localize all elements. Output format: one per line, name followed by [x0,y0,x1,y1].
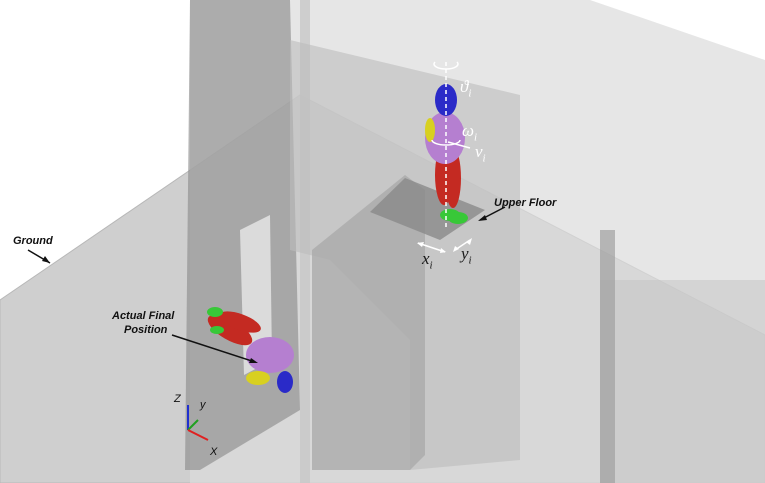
theta-subscript: i [468,87,472,100]
annotation-arrows [27,206,506,363]
x-subscript: i [429,259,433,272]
omega-subscript: i [474,131,478,144]
upper-floor-label: Upper Floor [494,197,557,209]
v-symbol: vi [475,143,486,167]
y-symbol: yi [461,245,472,269]
v-subscript: i [482,152,486,165]
right-wall-edge [600,230,615,483]
y-subscript: i [468,254,472,267]
x-glyph: x [422,249,430,268]
omega-glyph: ω [462,121,475,140]
upper-floor-surface [370,178,485,240]
theta-symbol: ϑi [460,78,471,102]
front-block [312,175,425,470]
y-glyph: y [461,244,469,263]
x-symbol: xi [422,250,433,274]
axis-z-label: Z [174,393,181,405]
standing-humanoid [425,61,471,230]
actual-final-position-label-line2: Position [124,324,168,336]
theta-glyph: ϑ [460,77,469,96]
right-wall [600,280,765,483]
axis-x-label: X [210,446,218,458]
actual-final-position-label-line1: Actual Final [112,310,175,322]
fallen-humanoid [207,307,294,393]
ground-label: Ground [13,235,53,247]
v-glyph: v [475,142,483,161]
coordinate-axes [187,405,209,441]
omega-symbol: ωi [462,122,477,146]
axis-y-label: y [200,399,206,411]
